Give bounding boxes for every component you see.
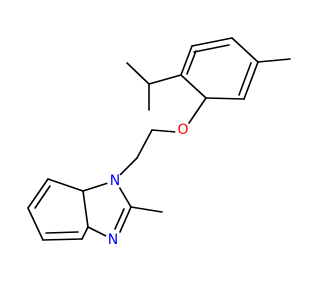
bond (34, 185, 51, 209)
bond (205, 97, 245, 100)
bond (45, 231, 79, 234)
bond (193, 44, 230, 53)
bond (47, 178, 84, 192)
bond (180, 45, 193, 76)
bond (27, 207, 44, 241)
bond (119, 157, 138, 176)
bond (126, 62, 150, 85)
bond (82, 190, 89, 228)
bond-layer (27, 37, 291, 241)
bond (238, 62, 252, 96)
bond (186, 50, 197, 75)
bond (117, 184, 132, 208)
bond (42, 238, 83, 241)
bond (130, 206, 163, 213)
bond (151, 129, 177, 133)
nitrogen-atom-imine: N (105, 232, 121, 248)
bond (82, 182, 109, 192)
bond (119, 206, 132, 233)
nitrogen-atom-alkyl: N (107, 173, 123, 189)
bond (188, 97, 207, 124)
bond (148, 74, 182, 85)
bond (81, 226, 89, 240)
bond (27, 178, 49, 209)
bond (257, 58, 291, 63)
bond (243, 61, 259, 100)
nitrogen-label-alkyl: N (110, 173, 120, 189)
bond (114, 208, 125, 230)
oxygen-label: O (177, 122, 188, 138)
bond (180, 74, 207, 99)
bond (191, 37, 233, 47)
molecule-structure: O N N (27, 37, 291, 248)
oxygen-atom: O (175, 122, 191, 138)
nitrogen-label-imine: N (108, 232, 118, 248)
bond (231, 37, 259, 63)
atom-layer: O N N (105, 122, 191, 248)
bond (136, 129, 153, 159)
